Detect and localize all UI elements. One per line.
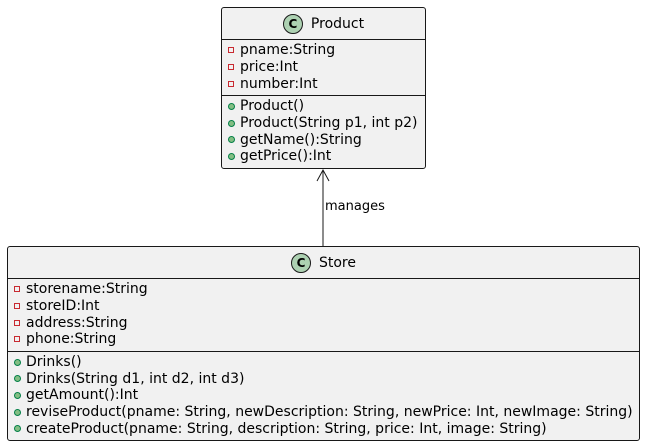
public-visibility-icon xyxy=(14,425,21,433)
arrowhead-icon xyxy=(316,168,330,182)
visibility-marker xyxy=(228,102,240,110)
visibility-marker xyxy=(14,391,26,399)
member-row: getAmount():Int xyxy=(14,387,639,404)
member-row: address:String xyxy=(14,314,639,331)
visibility-marker xyxy=(228,136,240,144)
visibility-marker xyxy=(14,425,26,433)
class-c-icon: C xyxy=(282,13,303,34)
visibility-marker xyxy=(228,119,240,127)
public-visibility-icon xyxy=(228,136,235,144)
public-visibility-icon xyxy=(228,102,235,110)
member-text: createProduct(pname: String, description… xyxy=(26,420,547,437)
visibility-marker xyxy=(14,286,26,293)
public-visibility-icon xyxy=(14,358,21,366)
member-row: reviseProduct(pname: String, newDescript… xyxy=(14,404,639,421)
class-name: Store xyxy=(318,254,356,271)
visibility-marker xyxy=(14,358,26,366)
private-visibility-icon xyxy=(14,303,20,310)
member-row: getName():String xyxy=(228,131,425,148)
methods-section: Drinks()Drinks(String d1, int d2, int d3… xyxy=(8,350,639,440)
edge-label: manages xyxy=(325,199,385,214)
member-text: number:Int xyxy=(240,75,318,92)
member-text: getName():String xyxy=(240,131,362,148)
private-visibility-icon xyxy=(228,47,234,54)
private-visibility-icon xyxy=(228,64,234,71)
visibility-marker xyxy=(14,408,26,416)
private-visibility-icon xyxy=(14,319,20,326)
member-row: Drinks() xyxy=(14,354,639,371)
member-row: storename:String xyxy=(14,281,639,298)
member-text: reviseProduct(pname: String, newDescript… xyxy=(26,404,633,421)
member-text: Drinks(String d1, int d2, int d3) xyxy=(26,370,245,387)
class-header: C Store xyxy=(8,247,639,279)
visibility-marker xyxy=(228,152,240,160)
member-row: price:Int xyxy=(228,59,425,76)
member-row: getPrice():Int xyxy=(228,148,425,165)
member-row: createProduct(pname: String, description… xyxy=(14,421,639,438)
member-text: getPrice():Int xyxy=(240,148,332,165)
private-visibility-icon xyxy=(14,336,20,343)
member-row: Product(String p1, int p2) xyxy=(228,115,425,132)
member-text: Product(String p1, int p2) xyxy=(240,115,418,132)
public-visibility-icon xyxy=(14,375,21,383)
member-text: pname:String xyxy=(240,42,336,59)
class-header: C Product xyxy=(222,8,425,40)
member-text: Product() xyxy=(240,98,305,115)
class-c-icon: C xyxy=(290,252,311,273)
public-visibility-icon xyxy=(228,119,235,127)
member-text: address:String xyxy=(26,314,128,331)
member-row: pname:String xyxy=(228,42,425,59)
member-row: Drinks(String d1, int d2, int d3) xyxy=(14,370,639,387)
member-text: getAmount():Int xyxy=(26,387,139,404)
member-text: storename:String xyxy=(26,281,148,298)
visibility-marker xyxy=(14,303,26,310)
member-row: number:Int xyxy=(228,75,425,92)
visibility-marker xyxy=(228,47,240,54)
private-visibility-icon xyxy=(14,286,20,293)
member-text: Drinks() xyxy=(26,354,82,371)
visibility-marker xyxy=(14,336,26,343)
class-name: Product xyxy=(310,15,365,32)
member-row: Product() xyxy=(228,98,425,115)
private-visibility-icon xyxy=(228,80,234,87)
visibility-marker xyxy=(228,80,240,87)
member-text: storeID:Int xyxy=(26,298,100,315)
member-text: price:Int xyxy=(240,59,299,76)
public-visibility-icon xyxy=(14,408,21,416)
member-row: storeID:Int xyxy=(14,298,639,315)
member-text: phone:String xyxy=(26,331,117,348)
visibility-marker xyxy=(14,375,26,383)
visibility-marker xyxy=(228,64,240,71)
methods-section: Product()Product(String p1, int p2)getNa… xyxy=(222,95,425,168)
public-visibility-icon xyxy=(14,391,21,399)
public-visibility-icon xyxy=(228,152,235,160)
member-row: phone:String xyxy=(14,331,639,348)
visibility-marker xyxy=(14,319,26,326)
